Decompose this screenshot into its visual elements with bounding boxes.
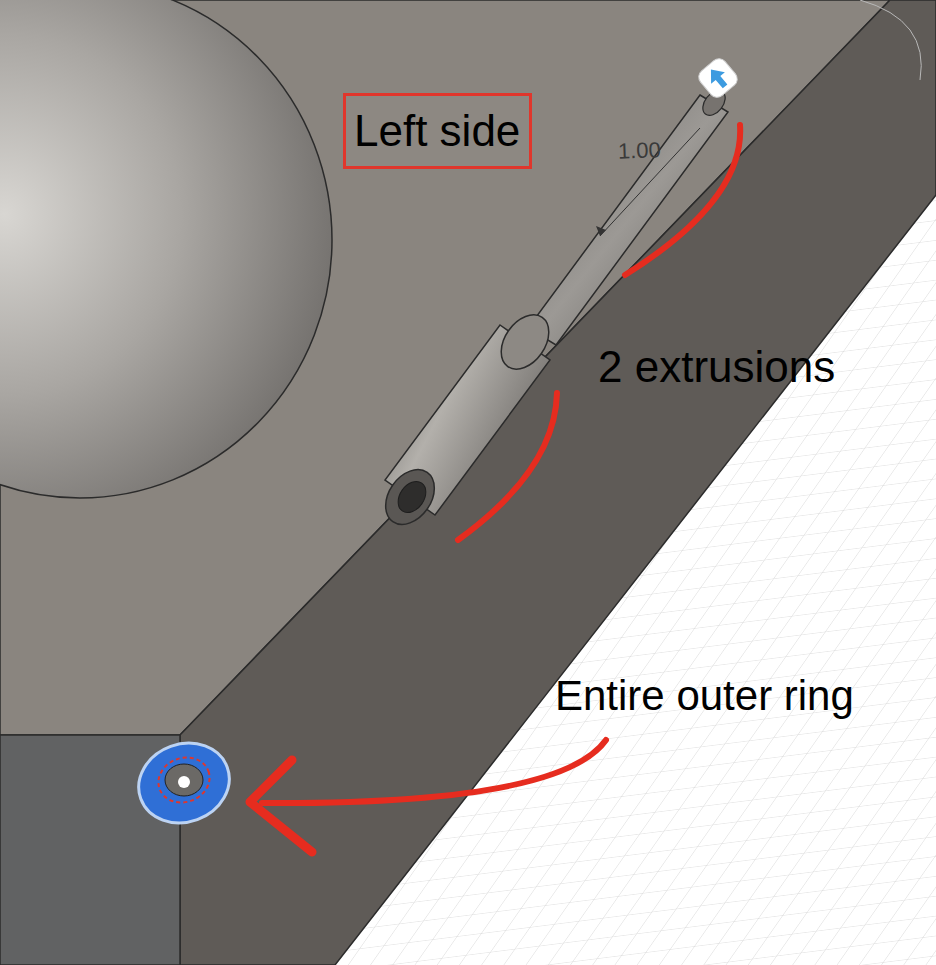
dimension-value: 1.00 <box>618 137 662 164</box>
annotation-text: 2 extrusions <box>598 342 835 392</box>
box-label: Left side <box>354 106 520 156</box>
annotation-text: Entire outer ring <box>555 672 854 720</box>
label-box: Left side <box>343 93 532 169</box>
